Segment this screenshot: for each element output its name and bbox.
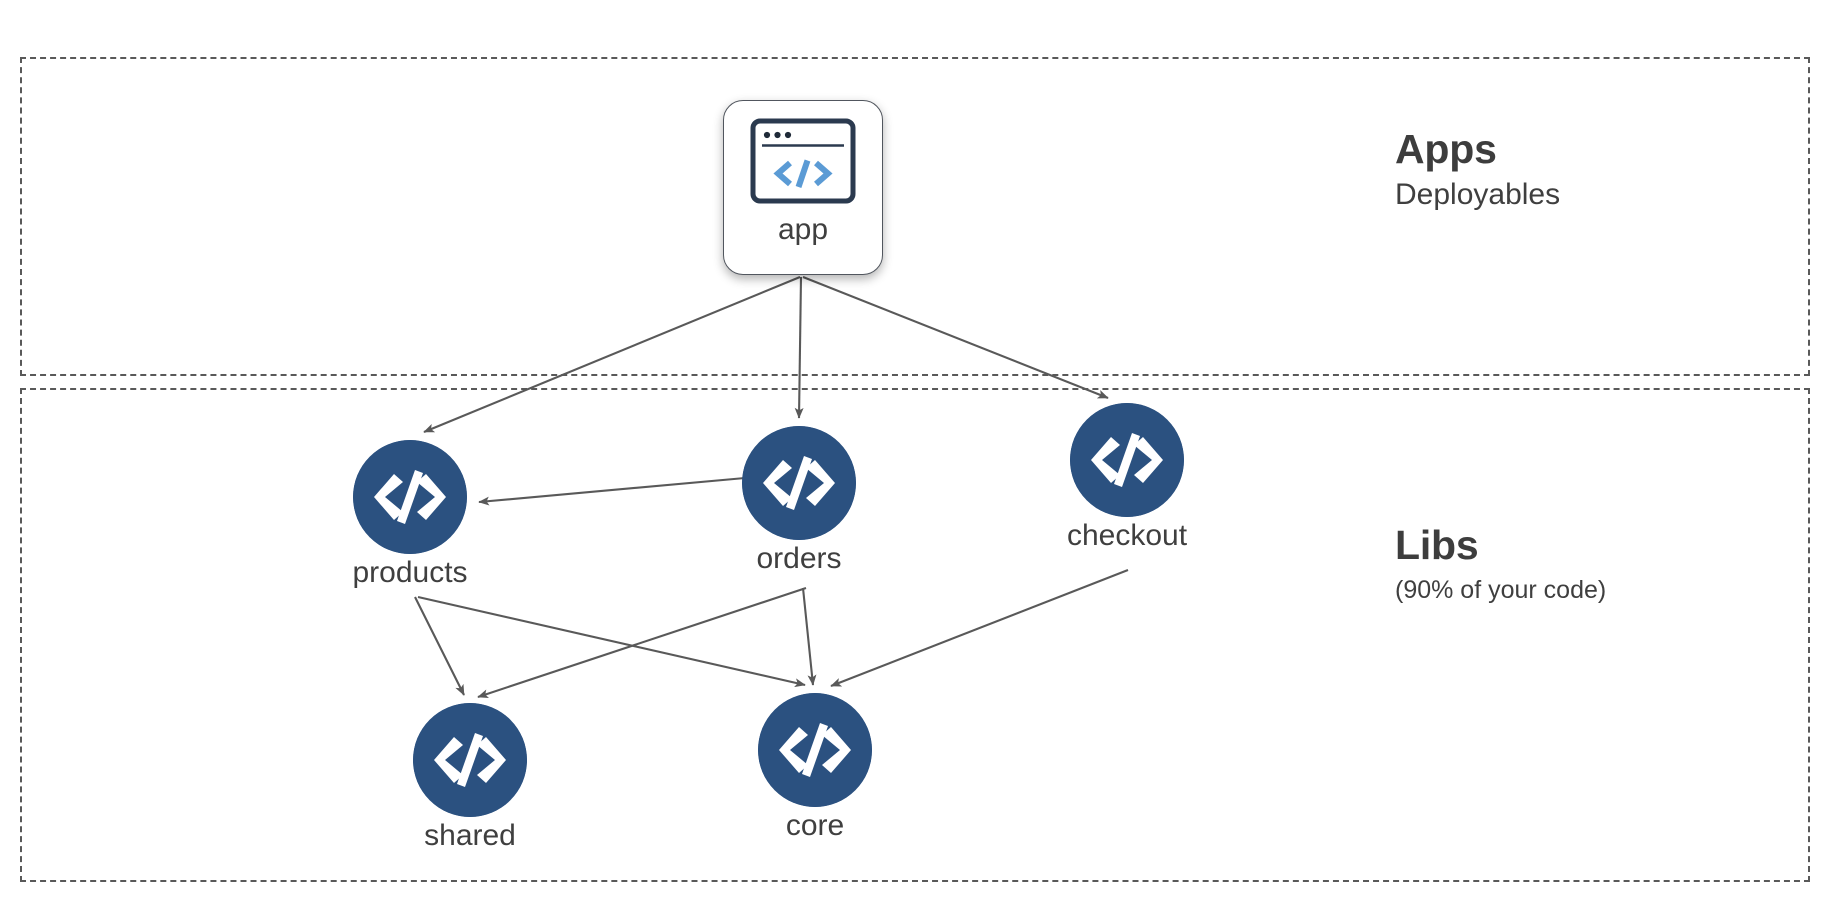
node-products[interactable]: products	[352, 440, 468, 588]
zone-libs-subtitle: (90% of your code)	[1395, 576, 1607, 605]
zone-caption-apps: Apps Deployables	[1395, 126, 1561, 213]
zone-apps-title: Apps	[1395, 126, 1497, 172]
zone-apps-subtitle: Deployables	[1395, 178, 1561, 212]
code-brackets-icon	[742, 426, 856, 540]
node-checkout[interactable]: checkout	[1067, 403, 1187, 551]
zone-caption-libs: Libs (90% of your code)	[1395, 522, 1607, 605]
node-shared[interactable]: shared	[413, 703, 527, 851]
code-brackets-icon	[413, 703, 527, 817]
node-app-label: app	[777, 213, 829, 246]
zone-box-apps	[20, 57, 1810, 376]
node-app[interactable]: app	[723, 100, 883, 275]
browser-window-code-icon	[750, 118, 856, 204]
node-core[interactable]: core	[758, 693, 872, 841]
zone-box-libs	[20, 388, 1810, 882]
node-shared-label: shared	[424, 819, 516, 852]
node-orders[interactable]: orders	[742, 426, 856, 574]
code-brackets-icon	[1070, 403, 1184, 517]
node-core-label: core	[785, 809, 845, 842]
node-products-label: products	[352, 556, 468, 589]
node-orders-label: orders	[756, 542, 842, 575]
node-checkout-label: checkout	[1066, 519, 1188, 552]
zone-libs-title: Libs	[1395, 522, 1479, 568]
code-brackets-icon	[758, 693, 872, 807]
code-brackets-icon	[353, 440, 467, 554]
